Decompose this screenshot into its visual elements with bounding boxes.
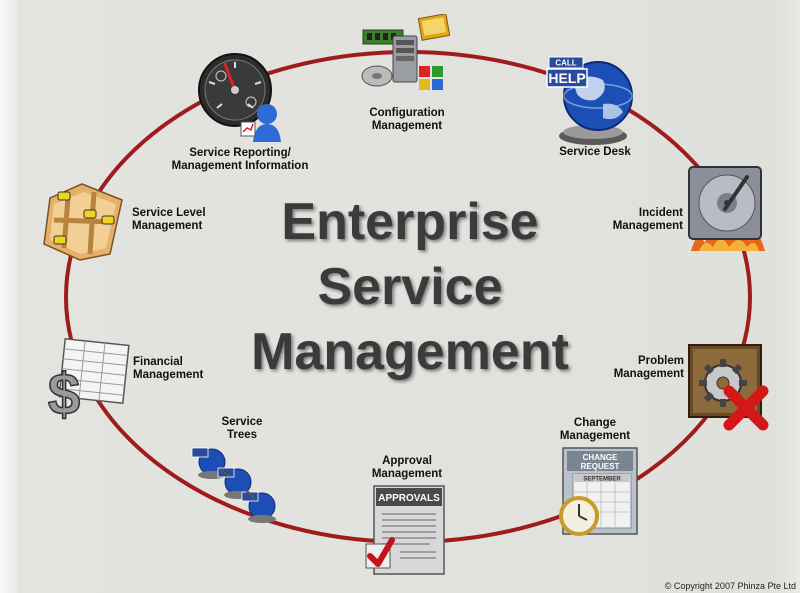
change-management-label: Change Management <box>559 417 631 442</box>
title-line-3: Management <box>251 323 569 381</box>
service-trees-globes-icon <box>191 447 276 523</box>
approval-management-label: Approval Management <box>371 455 443 480</box>
service-trees-label: Service Trees <box>221 416 263 441</box>
change-request-text-2: REQUEST <box>581 462 620 471</box>
call-sign-text: CALL <box>555 59 576 68</box>
service-desk-globe-icon: CALL HELP <box>546 56 633 145</box>
service-level-management-label: Service Level Management <box>132 207 206 232</box>
change-request-calendar-icon: CHANGE REQUEST SEPTEMBER <box>559 447 638 536</box>
incident-harddrive-icon <box>688 166 765 251</box>
problem-management-label: Problem Management <box>613 355 684 380</box>
financial-dollar-icon: $ <box>47 338 130 428</box>
service-level-map-icon <box>43 183 123 261</box>
incident-management-label: Incident Management <box>612 207 683 232</box>
change-request-text-1: CHANGE <box>583 453 618 462</box>
title-line-1: Enterprise <box>281 193 539 251</box>
service-reporting-label: Service Reporting/ Management Informatio… <box>171 147 309 172</box>
problem-gear-x-icon <box>688 344 769 431</box>
financial-management-label: Financial Management <box>133 356 204 381</box>
configuration-server-icon <box>361 14 451 90</box>
help-sign-text: HELP <box>548 70 585 86</box>
calendar-month-text: SEPTEMBER <box>583 477 621 483</box>
service-desk-label: Service Desk <box>559 146 631 158</box>
dollar-symbol: $ <box>48 362 80 427</box>
approvals-header-text: APPROVALS <box>378 493 440 504</box>
configuration-management-label: Configuration Management <box>369 107 445 132</box>
title-line-2: Service <box>317 258 503 316</box>
reporting-dashboard-icon <box>198 53 281 142</box>
copyright-notice: © Copyright 2007 Phinza Pte Ltd <box>664 581 796 591</box>
approvals-document-icon: APPROVALS <box>365 485 445 575</box>
